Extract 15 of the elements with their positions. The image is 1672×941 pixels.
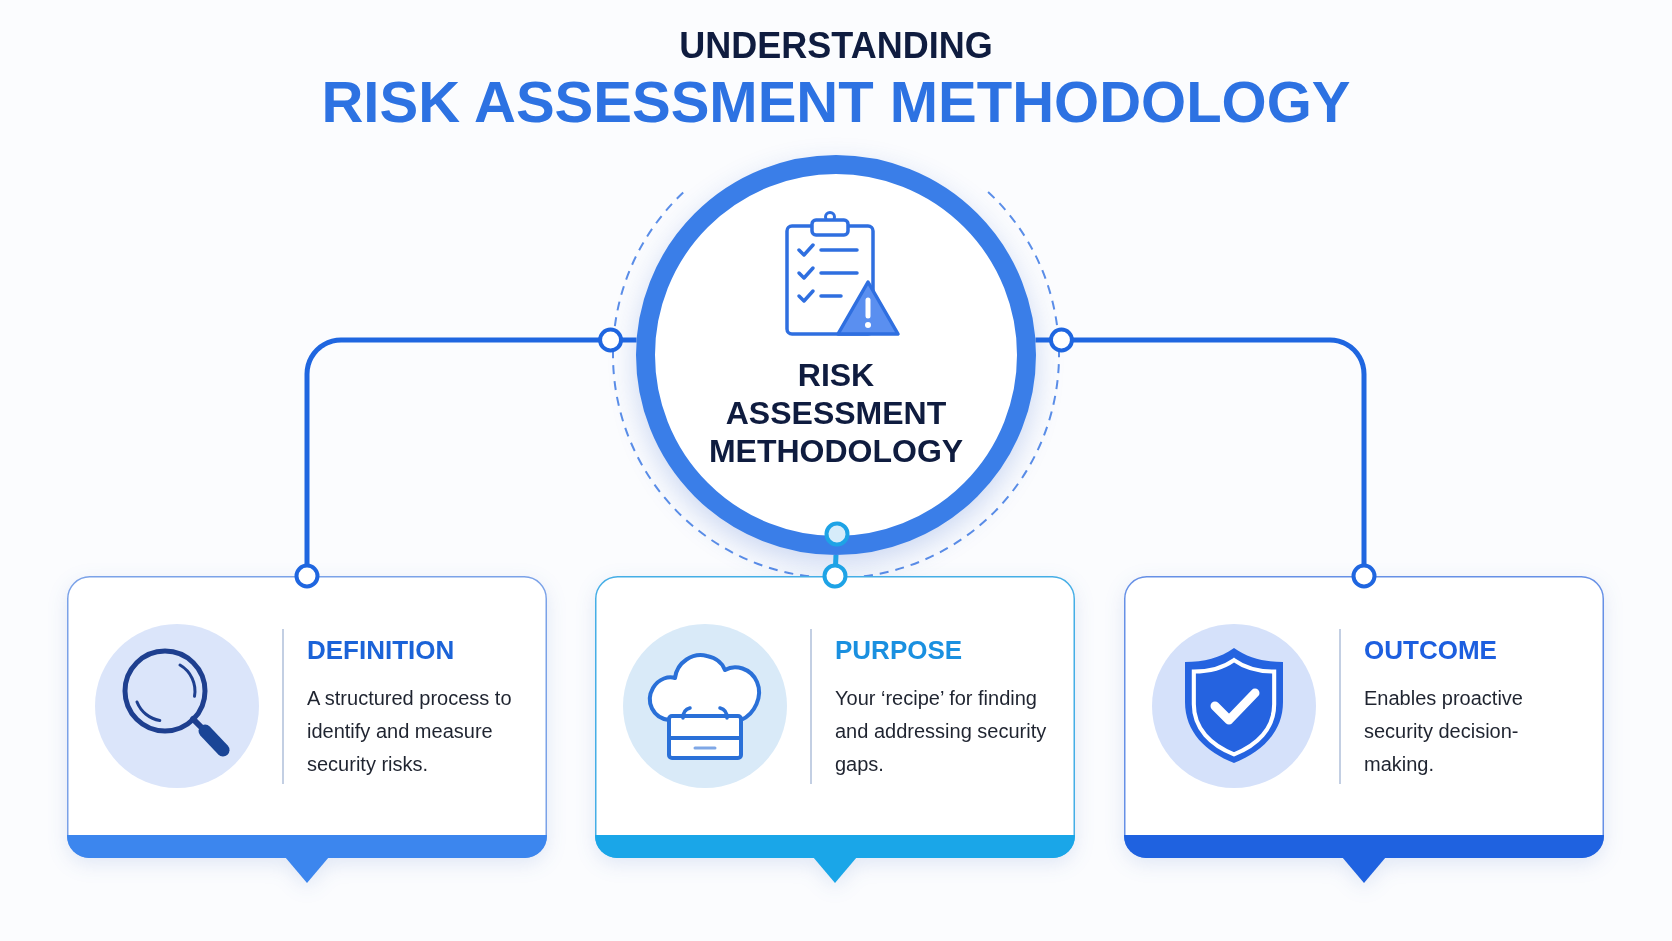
card-description: A structured process to identify and measure security risks. xyxy=(307,686,513,777)
info-card xyxy=(67,576,547,883)
connector-line xyxy=(1035,327,1377,589)
overline-heading: UNDERSTANDING xyxy=(679,26,993,66)
card-heading: OUTCOME xyxy=(1364,635,1497,665)
connector-line xyxy=(822,521,850,589)
connector-line xyxy=(294,327,637,589)
card-description: Your ‘recipe’ for finding and addressing security gaps. xyxy=(835,686,1048,777)
card-description: Enables proactive security decision-making. xyxy=(1364,686,1524,777)
info-card xyxy=(1124,576,1604,883)
card-heading: PURPOSE xyxy=(835,635,963,665)
info-card xyxy=(595,576,1075,883)
hub-title: RISK ASSESSMENT METHODOLOGY xyxy=(707,356,965,470)
page-title: RISK ASSESSMENT METHODOLOGY xyxy=(321,70,1351,134)
card-heading: DEFINITION xyxy=(307,635,455,665)
